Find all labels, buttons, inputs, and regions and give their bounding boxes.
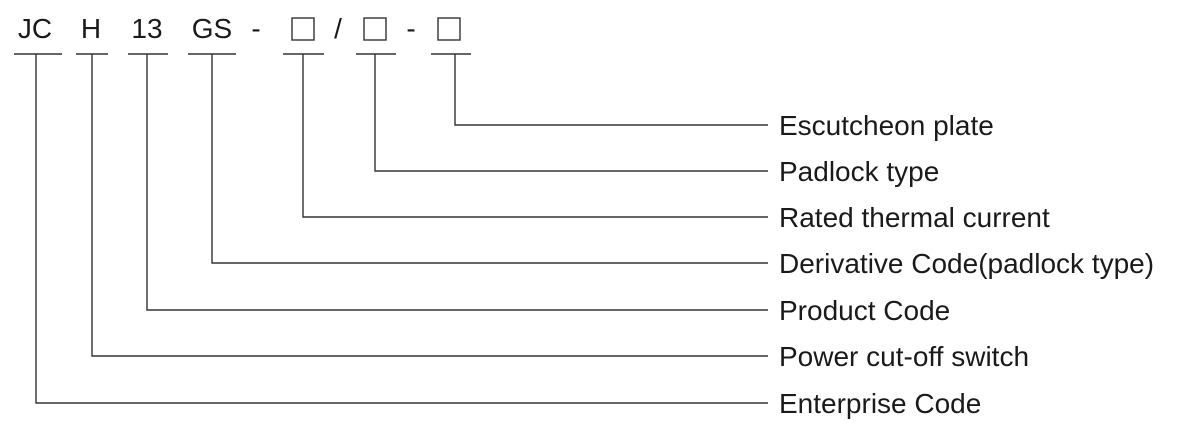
label-product-code: Product Code — [779, 295, 950, 326]
code-segment-gs: GS — [192, 13, 232, 44]
label-rated-thermal-current: Rated thermal current — [779, 202, 1050, 233]
leader-power-cutoff-switch — [91, 54, 768, 357]
placeholder-box-rated-current — [291, 17, 315, 41]
code-segment-13: 13 — [131, 13, 162, 44]
placeholder-box-escutcheon — [437, 17, 461, 41]
leader-enterprise-code — [35, 54, 768, 404]
label-enterprise-code: Enterprise Code — [779, 388, 981, 419]
label-escutcheon-plate: Escutcheon plate — [779, 110, 994, 141]
code-separator-dash-2: - — [406, 13, 415, 44]
leader-derivative-code — [211, 54, 768, 264]
leader-padlock-type — [374, 54, 768, 172]
code-separator-dash-1: - — [251, 13, 260, 44]
label-power-cutoff-switch: Power cut-off switch — [779, 341, 1029, 372]
placeholder-box-padlock-type — [363, 17, 387, 41]
leader-escutcheon-plate — [454, 54, 768, 126]
code-separator-slash: / — [334, 13, 342, 44]
label-derivative-code: Derivative Code(padlock type) — [779, 248, 1154, 279]
leader-product-code — [146, 54, 768, 311]
label-padlock-type: Padlock type — [779, 156, 939, 187]
leader-rated-thermal-current — [302, 54, 768, 218]
code-segment-h: H — [81, 13, 101, 44]
code-segment-jc: JC — [18, 13, 52, 44]
